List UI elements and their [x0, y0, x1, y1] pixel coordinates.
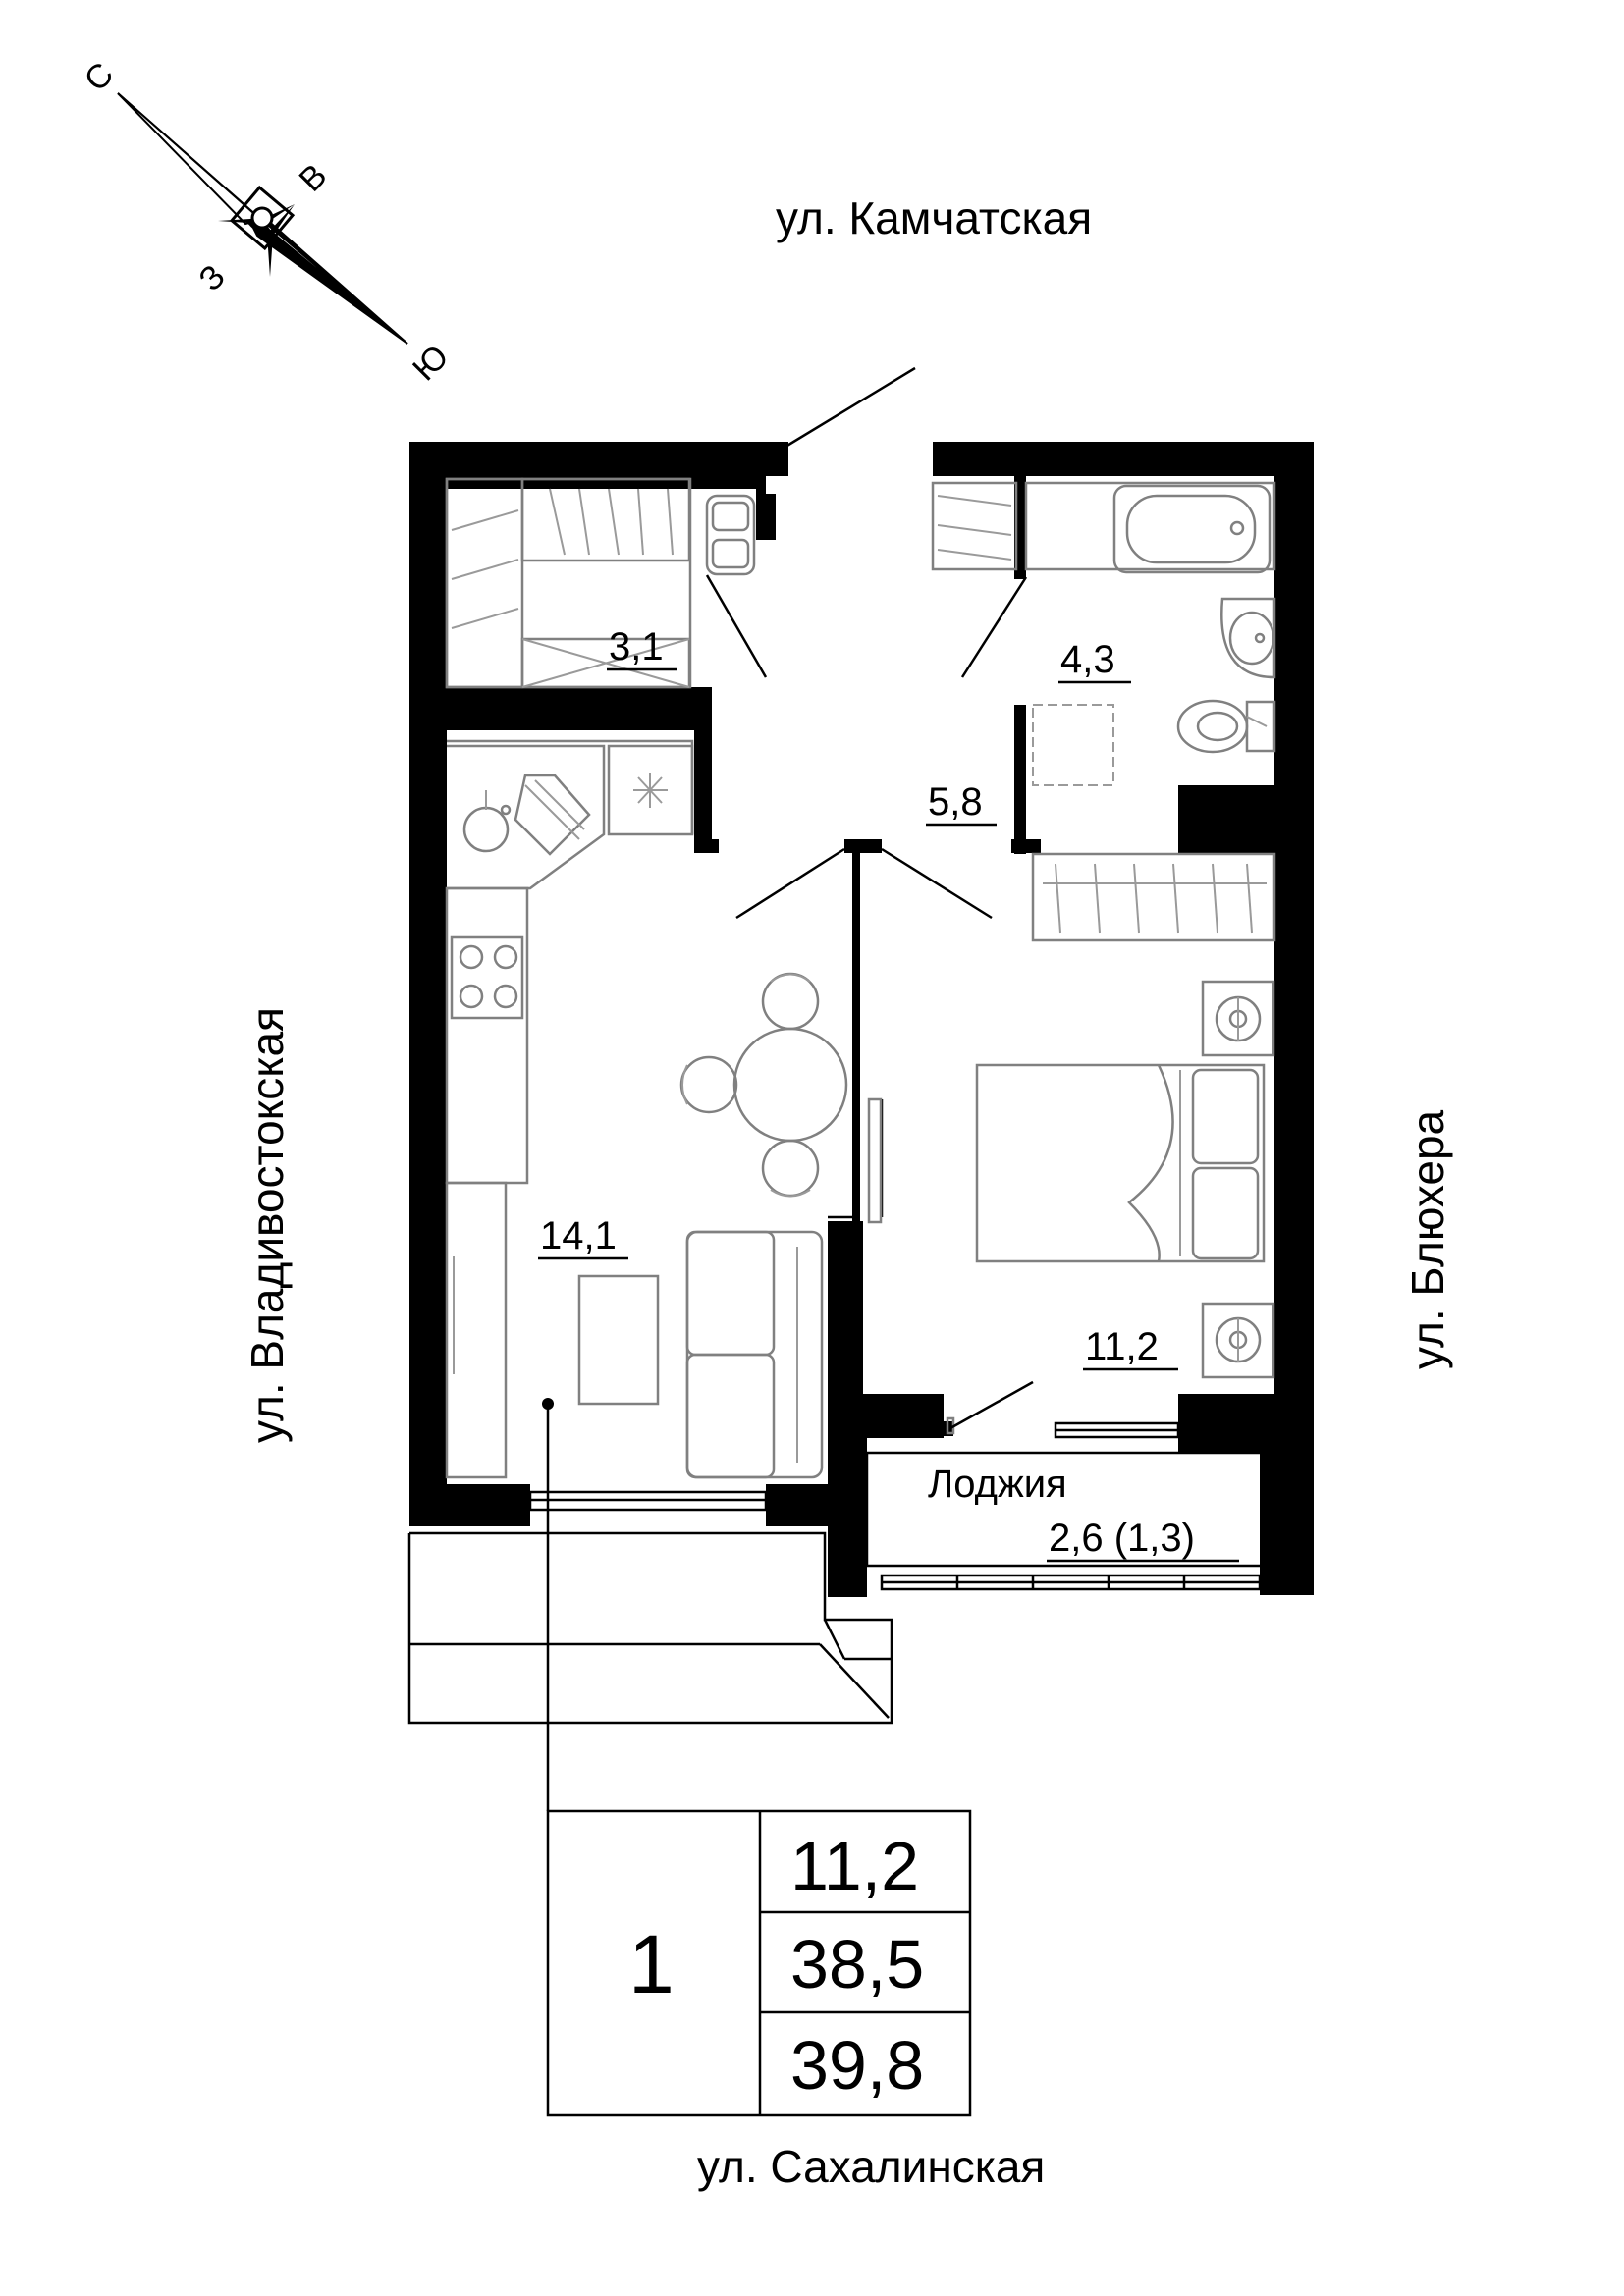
- hallway: 5,8: [735, 780, 997, 920]
- summary-living-area: 11,2: [790, 1828, 919, 1904]
- balcony-outline: [407, 1531, 893, 1725]
- street-top: ул. Камчатская: [776, 192, 1092, 243]
- area-kitchen-living: 14,1: [540, 1214, 617, 1257]
- street-left: ул. Владивостокская: [242, 1007, 293, 1443]
- area-bathroom: 4,3: [1060, 638, 1115, 681]
- entrance-door-leaf: [785, 366, 916, 449]
- compass-north: С: [78, 55, 121, 98]
- storage-room: 3,1: [445, 477, 768, 689]
- street-bottom: ул. Сахалинская: [697, 2141, 1045, 2192]
- area-loggia: 2,6 (1,3): [1049, 1517, 1195, 1560]
- area-hall: 5,8: [928, 780, 983, 824]
- summary-total-area: 38,5: [790, 1926, 924, 2002]
- compass-east: В: [292, 157, 334, 199]
- street-right: ул. Блюхера: [1402, 1109, 1453, 1369]
- bathroom: 4,3: [931, 481, 1276, 786]
- area-storage: 3,1: [609, 625, 664, 668]
- compass-south: Ю: [406, 338, 456, 388]
- summary-table: 1 11,2 38,5 39,8: [546, 1809, 972, 2117]
- loggia-label: Лоджия: [928, 1463, 1067, 1506]
- compass-rose: С В Ю З: [78, 55, 457, 388]
- area-bedroom: 11,2: [1085, 1325, 1159, 1368]
- bedroom: 11,2: [946, 852, 1276, 1435]
- loggia: Лоджия 2,6 (1,3): [865, 1451, 1273, 1568]
- summary-total-with-loggia: 39,8: [790, 2027, 924, 2104]
- windows: [528, 1421, 1262, 1591]
- kitchen-living: 14,1: [445, 739, 884, 1811]
- summary-room-count: 1: [628, 1918, 675, 2010]
- compass-west: З: [191, 258, 232, 298]
